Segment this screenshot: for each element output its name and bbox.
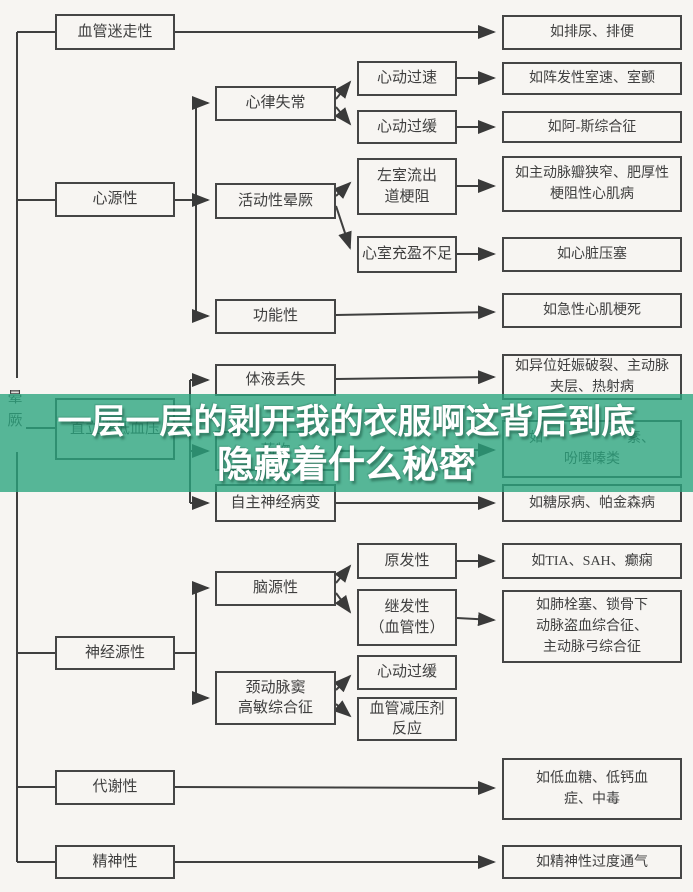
example-ectopic-pregnancy: 如异位妊娠破裂、主动脉 夹层、热射病 [502,354,682,400]
example-adams-stokes: 如阿-斯综合征 [502,111,682,143]
node-ventricular-underfilling: 心室充盈不足 [357,236,457,273]
example-ami: 如急性心肌梗死 [502,293,682,328]
node-activity-syncope: 活动性晕厥 [215,183,336,219]
example-hyperventilation: 如精神性过度通气 [502,845,682,879]
node-cerebral: 脑源性 [215,571,336,606]
node-vasodepressor-reaction: 血管减压剂 反应 [357,697,457,741]
node-fluid-loss: 体液丢失 [215,364,336,396]
node-neurogenic: 神经源性 [55,636,175,670]
node-tachycardia: 心动过速 [357,61,457,96]
caption-text: 一层一层的剥开我的衣服啊这背后到底 隐藏着什么秘密 [0,396,693,492]
caption-overlay-band [0,394,693,492]
example-urination: 如排尿、排便 [502,15,682,50]
node-carotid-sinus: 颈动脉窦 高敏综合征 [215,671,336,725]
node-vasovagal: 血管迷走性 [55,14,175,50]
example-pulmonary-embolism: 如肺栓塞、锁骨下 动脉盗血综合征、 主动脉弓综合征 [502,590,682,663]
example-tia-sah: 如TIA、SAH、癫痫 [502,543,682,579]
node-bradycardia-2: 心动过缓 [357,655,457,690]
caption-line-2: 隐藏着什么秘密 [217,443,476,486]
node-psychiatric: 精神性 [55,845,175,879]
example-vt-vf: 如阵发性室速、室颤 [502,62,682,95]
node-metabolic: 代谢性 [55,770,175,805]
example-tamponade: 如心脏压塞 [502,237,682,272]
node-lvot-obstruction: 左室流出 道梗阻 [357,158,457,215]
node-cardiac: 心源性 [55,182,175,217]
caption-line-1: 一层一层的剥开我的衣服啊这背后到底 [57,402,636,442]
node-secondary-vascular: 继发性 （血管性） [357,589,457,646]
example-aortic-stenosis: 如主动脉瓣狭窄、肥厚性 梗阻性心肌病 [502,156,682,212]
node-arrhythmia: 心律失常 [215,86,336,121]
example-hypoglycemia: 如低血糖、低钙血 症、中毒 [502,758,682,820]
node-bradycardia-1: 心动过缓 [357,110,457,144]
node-primary: 原发性 [357,543,457,579]
node-functional: 功能性 [215,299,336,334]
